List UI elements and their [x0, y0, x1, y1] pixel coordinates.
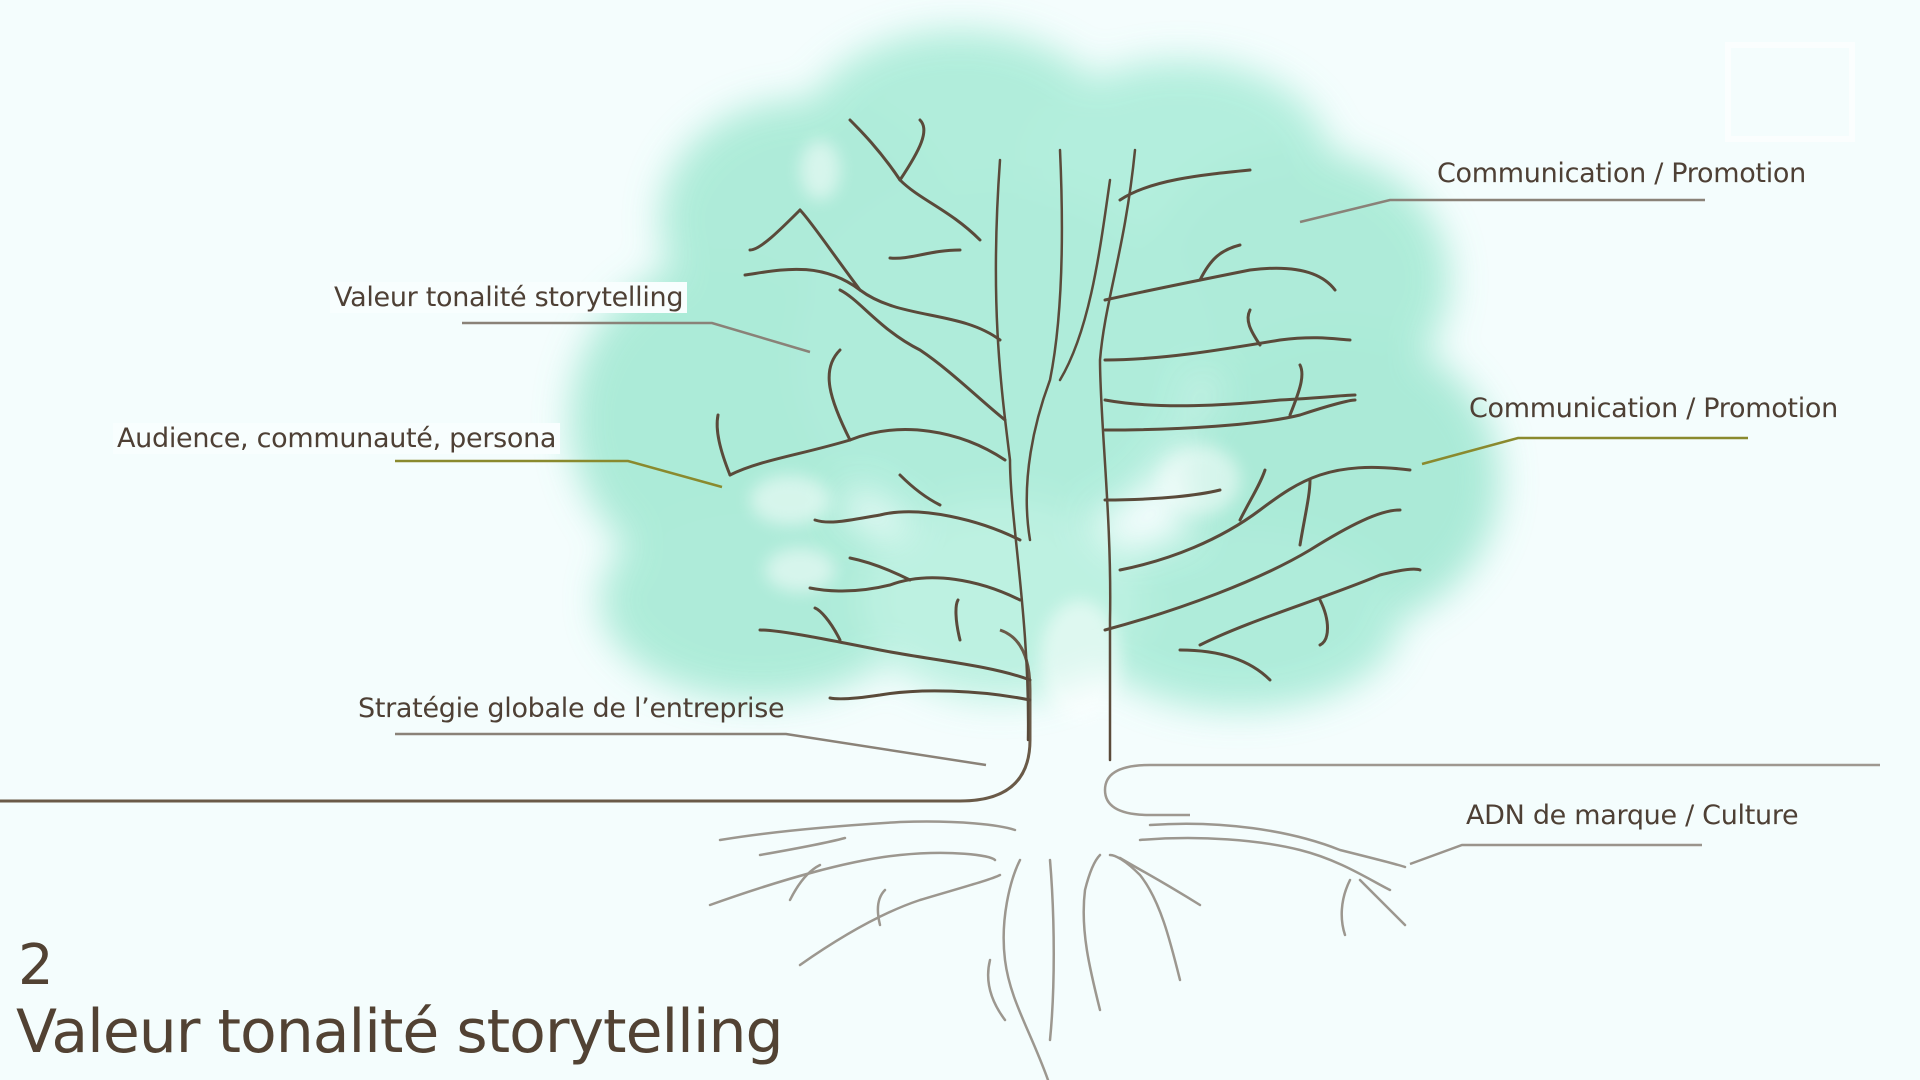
callout-line-communication-middle	[1421, 436, 1748, 466]
label-audience-communaute-persona: Audience, communauté, persona	[113, 423, 561, 454]
label-valeur-tonalite-storytelling: Valeur tonalité storytelling	[330, 282, 688, 313]
tree-branches-left	[715, 118, 1032, 702]
tree-foliage	[570, 30, 1500, 710]
callout-line-adn	[1409, 843, 1702, 866]
ground-line-right	[1103, 763, 1880, 817]
label-adn-de-marque: ADN de marque / Culture	[1466, 800, 1799, 831]
callout-line-valeur	[462, 321, 811, 354]
tree-branches-right	[1103, 168, 1422, 682]
callout-line-strategie	[395, 732, 987, 767]
slide-number: 2	[18, 933, 54, 998]
label-communication-promotion-middle: Communication / Promotion	[1469, 393, 1838, 424]
label-communication-promotion-top: Communication / Promotion	[1437, 158, 1806, 189]
label-strategie-globale: Stratégie globale de l’entreprise	[358, 693, 785, 724]
ground-line-left	[0, 628, 1032, 803]
callout-lines	[395, 198, 1748, 866]
logo-watermark-icon	[1725, 42, 1855, 142]
callout-line-communication-top	[1299, 198, 1705, 224]
slide-title: Valeur tonalité storytelling	[16, 997, 784, 1067]
tree-roots	[708, 820, 1407, 1080]
tree-trunk	[994, 148, 1137, 762]
callout-line-audience	[395, 459, 723, 489]
